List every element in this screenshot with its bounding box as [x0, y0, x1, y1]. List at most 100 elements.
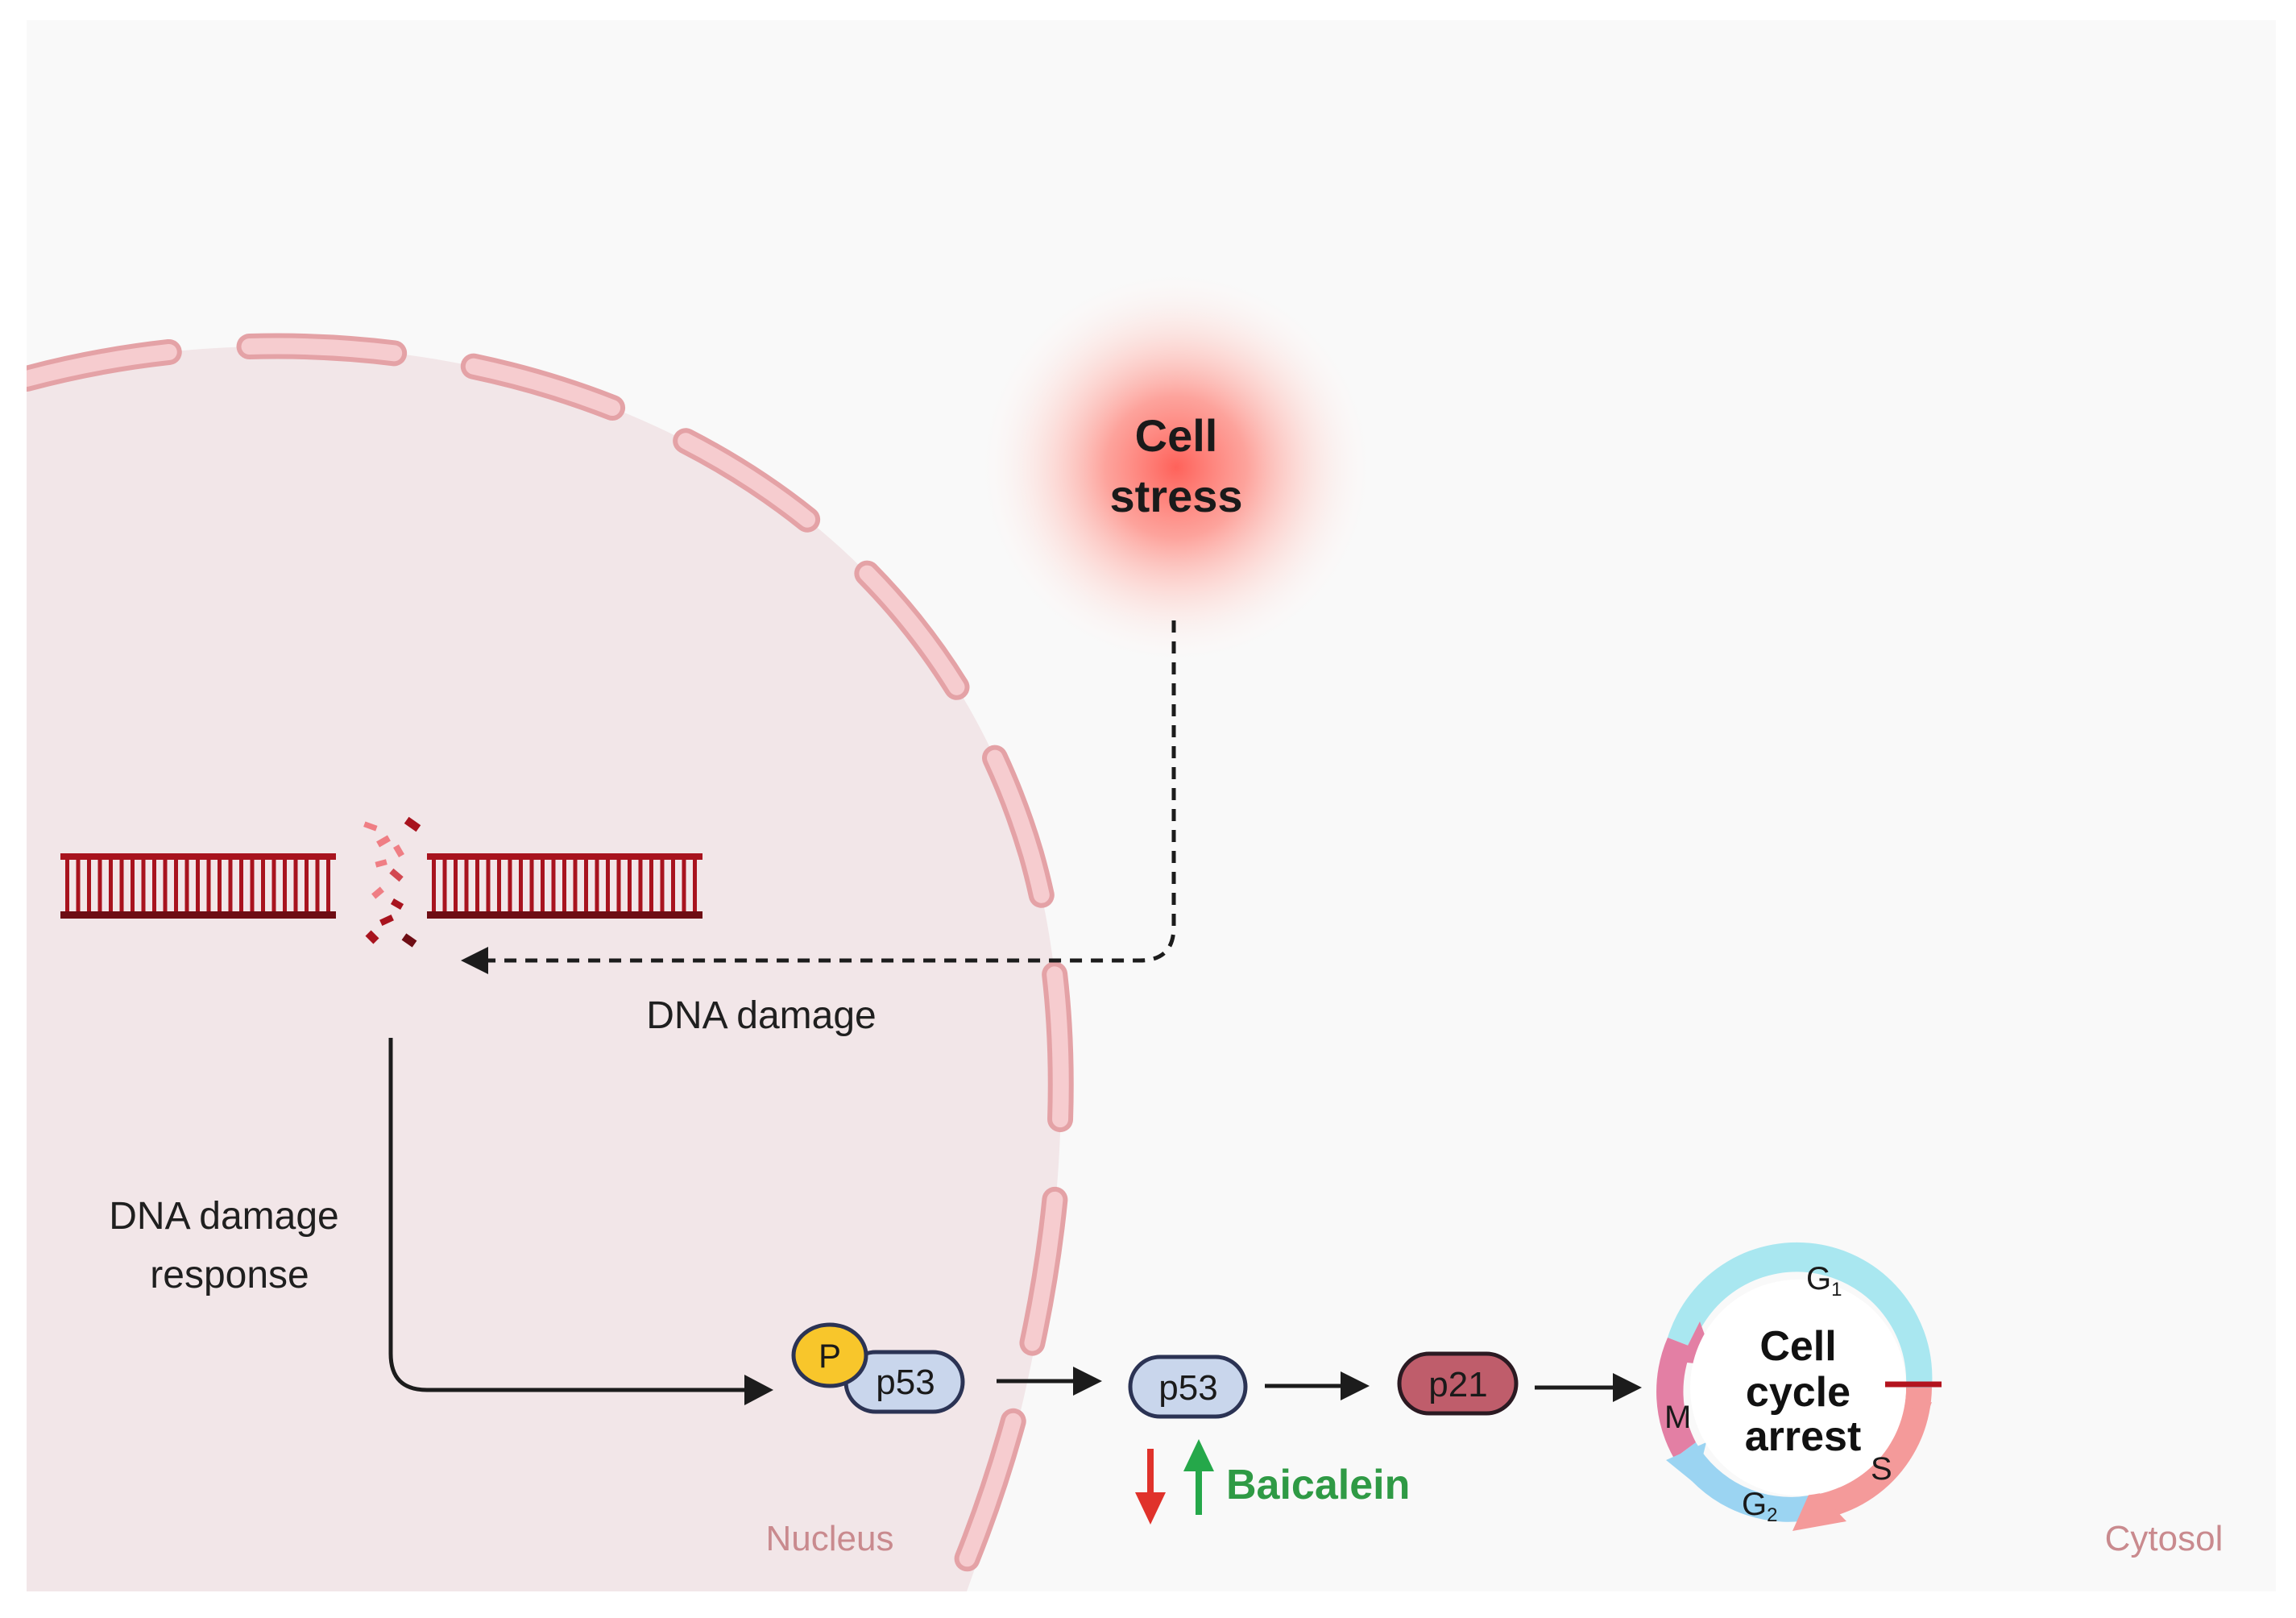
dna-base-pair [454, 860, 458, 911]
dna-base-pair [131, 860, 135, 911]
dna-base-pair [573, 860, 578, 911]
arrow-p21-to-cycle-head [1613, 1373, 1642, 1402]
dna-base-pair [293, 860, 298, 911]
phase-s-label: S [1871, 1451, 1892, 1487]
stress-to-dna-dashed-arrow [483, 620, 1176, 963]
dna-damage-label: DNA damage [646, 994, 877, 1037]
dna-base-pair [584, 860, 588, 911]
p21-protein [1397, 1351, 1519, 1416]
phase-g1-label: G1 [1806, 1261, 1842, 1301]
dna-base-pair [551, 860, 556, 911]
dna-base-pair [464, 860, 469, 911]
dna-base-pair [628, 860, 632, 911]
dna-base-pair [326, 860, 330, 911]
dna-base-pair [305, 860, 309, 911]
cell-cycle-wheel: Cell cycle arrest G1 S G2 M [1656, 1242, 1942, 1531]
nucleus-region-label: Nucleus [766, 1519, 894, 1558]
dna-strand [60, 816, 702, 948]
phosphate-group [791, 1322, 868, 1388]
cycle-g1-arc [1668, 1242, 1933, 1388]
dna-base-pair [432, 860, 436, 911]
dna-base-pair [271, 860, 276, 911]
dna-base-pair [682, 860, 686, 911]
dna-damage-response-label-line1: DNA damage [109, 1195, 339, 1238]
cycle-center [1690, 1280, 1906, 1496]
dna-break-fragments [363, 816, 421, 948]
p53-node: p53 [1128, 1355, 1248, 1419]
dna-base-pair [486, 860, 491, 911]
baicalein-effect: Baicalein [1135, 1439, 1410, 1525]
cycle-label-line2: cycle [1746, 1369, 1850, 1416]
dna-base-pair [184, 860, 189, 911]
dna-base-pair [616, 860, 621, 911]
cycle-label-line3: arrest [1745, 1413, 1862, 1460]
dna-base-pair [595, 860, 599, 911]
dna-base-pair [283, 860, 287, 911]
p53-phosphorylated-label: p53 [876, 1363, 935, 1402]
response-arrow-head [744, 1375, 773, 1405]
dna-base-pair [261, 860, 265, 911]
dna-base-pair [315, 860, 320, 911]
cycle-label-line1: Cell [1759, 1323, 1836, 1370]
dna-base-pair [649, 860, 653, 911]
dna-damage-response-label-line2: response [150, 1254, 309, 1296]
dna-base-pair [97, 860, 102, 911]
p53-protein [1128, 1355, 1248, 1419]
dna-segment-left [60, 853, 336, 919]
baicalein-label: Baicalein [1226, 1462, 1410, 1508]
dna-damage-response-arrow [388, 1038, 749, 1392]
phospho-p53: p53 P [791, 1322, 965, 1414]
dna-base-pair [562, 860, 566, 911]
dna-segment-right [427, 853, 702, 919]
arrow-p53-to-p21-head [1341, 1371, 1370, 1400]
dna-base-pair [519, 860, 523, 911]
nuclear-envelope [27, 338, 1069, 1587]
cell-stress-label-line2: stress [1109, 471, 1242, 521]
dna-base-pair [196, 860, 200, 911]
dna-base-pair [87, 860, 91, 911]
nucleus-region [27, 346, 1062, 1591]
dna-base-pair [163, 860, 168, 911]
dna-base-pair [228, 860, 233, 911]
p53-label: p53 [1158, 1368, 1217, 1408]
dna-base-pair [671, 860, 675, 911]
dna-base-pair [65, 860, 69, 911]
dna-base-pair [141, 860, 146, 911]
dna-base-pair [218, 860, 222, 911]
dna-base-pair [606, 860, 610, 911]
phase-m-label: M [1664, 1400, 1691, 1435]
dna-base-pair [239, 860, 243, 911]
dna-base-pair [119, 860, 124, 911]
dna-base-pair [508, 860, 512, 911]
dna-base-pair [660, 860, 665, 911]
cycle-g2-arc [1674, 1442, 1809, 1522]
p21-label: p21 [1428, 1365, 1487, 1404]
dna-base-pair [109, 860, 113, 911]
phosphate-label: P [819, 1337, 841, 1375]
cytosol-region-label: Cytosol [2105, 1519, 2223, 1558]
stress-glow [975, 266, 1378, 669]
dna-base-pair [541, 860, 545, 911]
phase-g2-label: G2 [1742, 1487, 1777, 1526]
dna-base-pair [529, 860, 534, 911]
dna-base-pair [206, 860, 211, 911]
dna-base-pair [693, 860, 697, 911]
dna-base-pair [152, 860, 156, 911]
dna-base-pair [76, 860, 81, 911]
dna-base-pair [475, 860, 479, 911]
arrow-pp53-to-p53-head [1073, 1367, 1102, 1396]
cycle-m-arrowhead [1666, 1442, 1706, 1484]
cell-stress-label-line1: Cell [1135, 410, 1218, 461]
dna-base-pair [497, 860, 501, 911]
dashed-arrow-head [461, 947, 488, 974]
cycle-m-arc [1656, 1338, 1696, 1458]
p21-node: p21 [1397, 1351, 1519, 1416]
dna-base-pair [250, 860, 255, 911]
dna-base-pair [638, 860, 643, 911]
cell-stress-node: Cell stress [975, 266, 1378, 669]
cycle-g2-arrowhead [1792, 1486, 1846, 1531]
dna-base-pair [442, 860, 447, 911]
dna-base-pair [174, 860, 178, 911]
up-arrow-icon [1183, 1439, 1214, 1515]
